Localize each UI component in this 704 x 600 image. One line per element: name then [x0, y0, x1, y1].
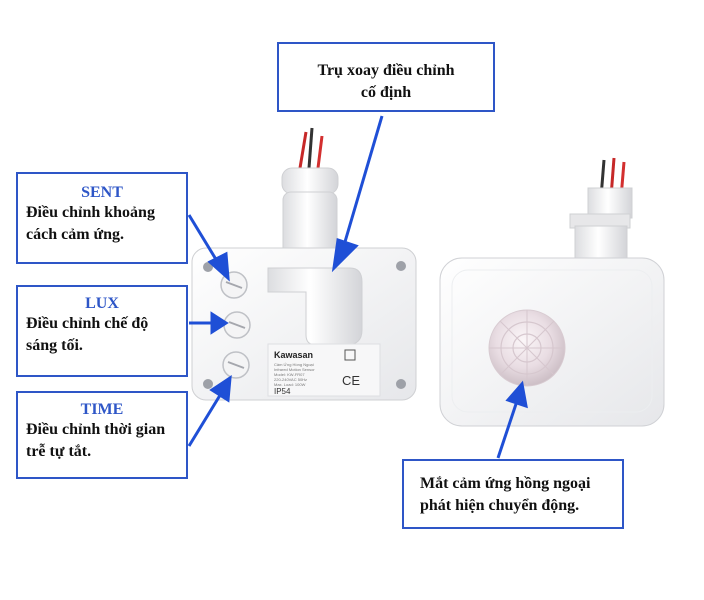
label-fine-print: 220-240VAC 50Hz: [274, 377, 307, 382]
callout-sensor-eye-text-line1: Mắt cảm ứng hồng ngoại: [420, 475, 591, 492]
label-fine-print: Model: KW-FR07: [274, 372, 305, 377]
arrow-time: [187, 375, 232, 447]
lux-knob: [223, 311, 251, 339]
callout-sent: SENT Điều chỉnh khoảng cách cảm ứng.: [16, 172, 188, 264]
ip-rating-label: IP54: [274, 387, 291, 396]
callout-pivot-text-line1: Trụ xoay điều chỉnh: [317, 62, 455, 79]
arrow-pivot: [331, 115, 384, 273]
callout-time-title: TIME: [80, 401, 124, 418]
callout-pivot-text-line2: cố định: [360, 84, 412, 101]
callout-lux-text-line1: Điều chỉnh chế độ: [26, 315, 149, 332]
callout-pivot: Trụ xoay điều chỉnh cố định: [277, 42, 495, 112]
callout-sent-title: SENT: [81, 184, 123, 201]
time-knob: [222, 351, 250, 379]
left-pivot-stem: [281, 167, 339, 265]
device-label: Kawasan Cảm Ứng Hồng Ngoại Infrared Moti…: [267, 343, 381, 397]
brand-label: Kawasan: [274, 350, 313, 360]
label-fine-print: Max. Load: 100W: [274, 382, 306, 387]
arrow-sent: [187, 214, 230, 282]
pir-lens: [488, 309, 566, 387]
callout-sensor-eye: Mắt cảm ứng hồng ngoại phát hiện chuyển …: [402, 459, 624, 529]
left-wires: [298, 127, 324, 169]
callout-lux-title: LUX: [85, 295, 119, 312]
double-insulation-icon: [344, 349, 356, 361]
callout-sent-text-line1: Điều chỉnh khoảng: [26, 204, 155, 221]
label-fine-print: Cảm Ứng Hồng Ngoại: [274, 362, 314, 367]
callout-time-text-line2: trễ tự tắt.: [26, 443, 92, 460]
callout-sensor-eye-text-line2: phát hiện chuyển động.: [420, 497, 580, 514]
callout-lux: LUX Điều chỉnh chế độ sáng tối.: [16, 285, 188, 377]
arrow-sensor-eye: [496, 380, 528, 459]
callout-time-text-line1: Điều chỉnh thời gian: [26, 421, 166, 438]
callout-sent-text-line2: cách cảm ứng.: [26, 226, 125, 243]
callout-time: TIME Điều chỉnh thời gian trễ tự tắt.: [16, 391, 188, 479]
callout-lux-text-line2: sáng tối.: [26, 337, 83, 354]
label-fine-print: Infrared Motion Sensor: [274, 367, 315, 372]
screw-icon: [203, 261, 406, 389]
arrow-lux: [189, 311, 229, 335]
ce-mark: CE: [342, 373, 360, 388]
pivot-joint: [267, 267, 363, 346]
right-body-bevel: [451, 269, 653, 413]
